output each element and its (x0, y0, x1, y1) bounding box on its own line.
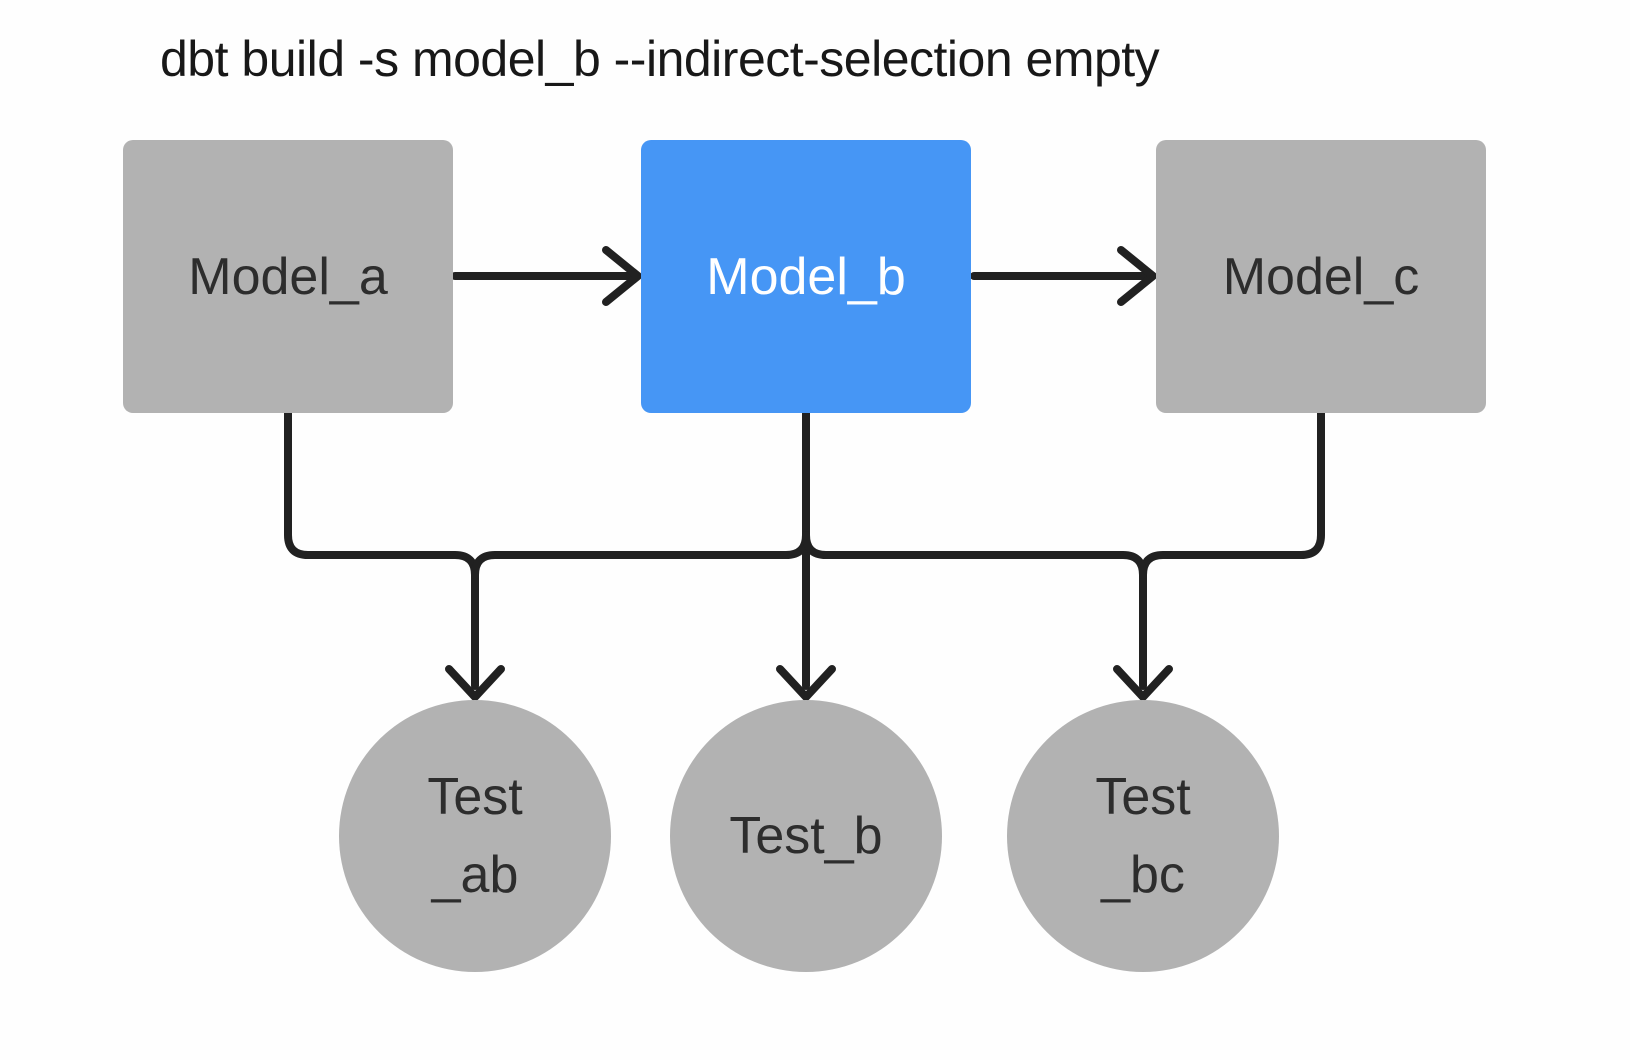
node-label: Test _bc (1095, 768, 1191, 904)
node-test-bc: Test _bc (1007, 700, 1279, 972)
node-label: Model_c (1222, 247, 1420, 306)
arrowhead-down-icon (776, 665, 836, 701)
edge-shaft (284, 400, 479, 690)
connector-model-a-branch (284, 400, 810, 701)
diagram-title: dbt build -s model_b --indirect-selectio… (160, 31, 1160, 87)
arrowhead-right-icon (1117, 246, 1157, 306)
connector-model-c-branch (802, 400, 1325, 701)
node-label: Model_a (188, 247, 388, 306)
arrowhead-down-icon (445, 665, 505, 701)
edge-shaft (802, 531, 1147, 579)
edge-shaft (471, 531, 810, 579)
edge-model-a-to-model-b (451, 246, 642, 306)
edge-shaft (1139, 400, 1325, 690)
node-label: Test _ab (427, 768, 523, 904)
node-label: Model_b (706, 247, 906, 306)
arrowhead-down-icon (1113, 665, 1173, 701)
node-model-a: Model_a (123, 140, 453, 413)
node-test-b: Test_b (670, 700, 942, 972)
edge-model-b-to-model-c (970, 246, 1157, 306)
node-label: Test_b (729, 807, 883, 865)
node-model-b: Model_b (641, 140, 971, 413)
node-test-ab: Test _ab (339, 700, 611, 972)
node-model-c: Model_c (1156, 140, 1486, 413)
arrowhead-right-icon (602, 246, 642, 306)
